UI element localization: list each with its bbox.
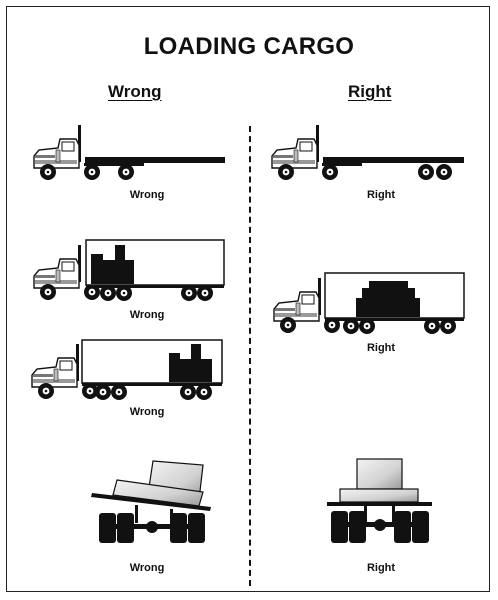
column-heading-right: Right <box>348 82 392 101</box>
caption-axle-wrong: Wrong <box>129 562 165 574</box>
flatbed-truck-right <box>272 125 464 180</box>
box-trailer-rear-load-wrong <box>32 339 223 400</box>
column-divider <box>249 126 251 586</box>
page-title: LOADING CARGO <box>143 33 355 60</box>
caption-box-center-load-right: Right <box>366 342 396 354</box>
caption-flatbed-right: Right <box>366 189 396 201</box>
caption-box-rear-load-wrong: Wrong <box>129 406 165 418</box>
column-heading-wrong: Wrong <box>108 82 162 101</box>
caption-flatbed-wrong: Wrong <box>129 189 165 201</box>
figure-frame <box>6 6 490 592</box>
axle-view-tilted-load-wrong <box>91 460 211 543</box>
axle-view-level-load-right <box>327 458 432 543</box>
box-trailer-center-load-right <box>274 272 465 334</box>
caption-axle-right: Right <box>366 562 396 574</box>
caption-box-front-load-wrong: Wrong <box>129 309 165 321</box>
box-trailer-front-load-wrong <box>34 239 225 301</box>
flatbed-truck-wrong <box>34 125 225 180</box>
